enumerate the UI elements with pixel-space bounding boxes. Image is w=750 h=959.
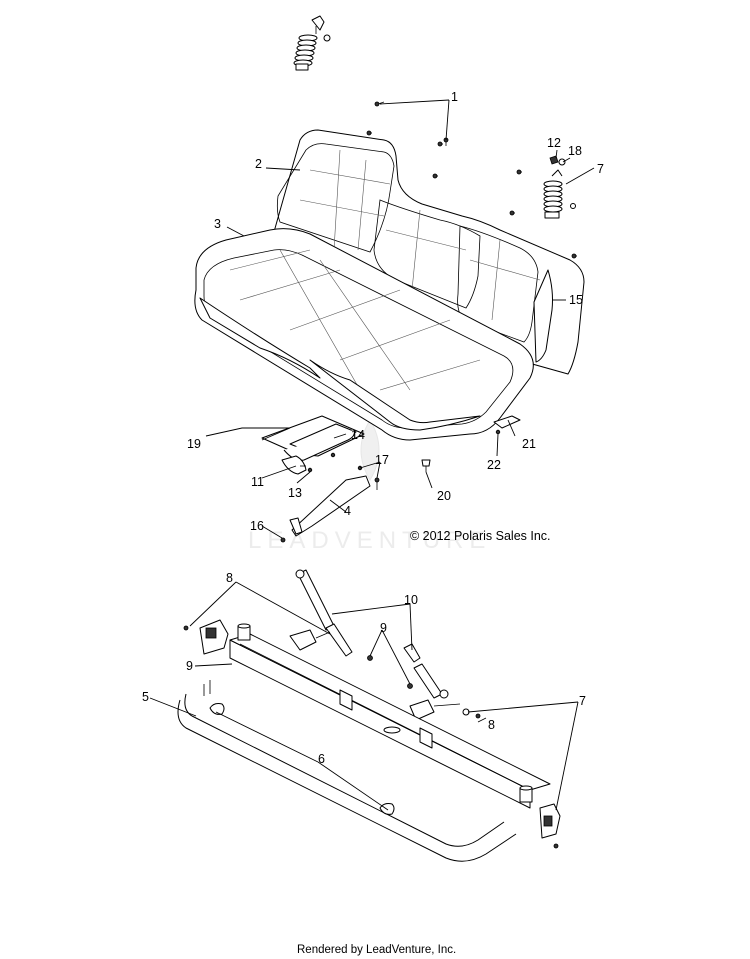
callout-9-upper: 9	[380, 621, 387, 635]
callout-3: 3	[214, 217, 221, 231]
watermark-text: LEADVENTURE	[248, 527, 491, 554]
callout-6: 6	[318, 752, 325, 766]
seat-frame	[177, 623, 561, 862]
leadventure-watermark: LEADVENTURE	[248, 419, 491, 554]
gas-struts	[295, 569, 449, 699]
callout-21: 21	[522, 437, 536, 451]
callout-16: 16	[250, 519, 264, 533]
callout-20: 20	[437, 489, 451, 503]
callout-12: 12	[547, 136, 561, 150]
pad-21	[493, 415, 521, 435]
callout-9-lower: 9	[186, 659, 193, 673]
callout-22: 22	[487, 458, 501, 472]
clip-20	[421, 459, 431, 472]
callout-7-lower: 7	[579, 694, 586, 708]
callout-8-lower: 8	[488, 718, 495, 732]
callout-numbers: 1 2 3 4 5 6 7 7 8 8 9 9 10 11 12 13 14 1…	[142, 90, 604, 766]
footer-text: Rendered by LeadVenture, Inc.	[297, 944, 456, 956]
callout-1: 1	[451, 90, 458, 104]
callout-4: 4	[344, 504, 351, 518]
callout-15: 15	[569, 293, 583, 307]
under-seat-plate	[261, 415, 365, 475]
callout-10: 10	[404, 593, 418, 607]
bracket-4	[280, 465, 380, 543]
callout-13: 13	[288, 486, 302, 500]
seat-back	[269, 129, 585, 375]
callout-14: 14	[351, 428, 365, 442]
callout-18: 18	[568, 144, 582, 158]
copyright-text: © 2012 Polaris Sales Inc.	[410, 529, 551, 543]
callout-7-upper: 7	[597, 162, 604, 176]
spring-top	[293, 15, 331, 71]
seat-belt-buckles	[183, 619, 481, 721]
callout-17: 17	[375, 453, 389, 467]
callout-5: 5	[142, 690, 149, 704]
callout-19: 19	[187, 437, 201, 451]
leader-lines	[149, 99, 595, 811]
spring-right	[543, 155, 576, 219]
screws-1	[366, 101, 577, 259]
seat-bottom	[194, 228, 534, 441]
callout-2: 2	[255, 157, 262, 171]
callout-11: 11	[251, 475, 264, 489]
callout-8-upper: 8	[226, 571, 233, 585]
